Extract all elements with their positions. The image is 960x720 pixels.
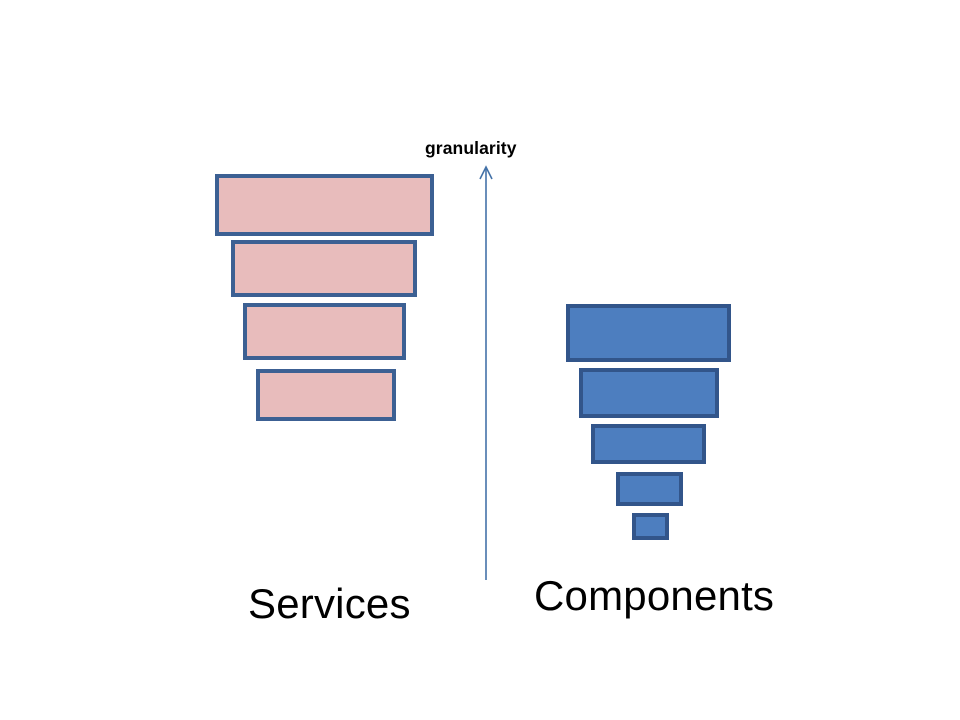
services-bar-2 — [231, 240, 417, 297]
granularity-axis-label: granularity — [425, 138, 517, 158]
services-bar-4 — [256, 369, 396, 421]
granularity-arrow-icon — [470, 162, 502, 582]
components-bar-1 — [566, 304, 731, 362]
components-bar-5 — [632, 513, 669, 540]
components-bar-4 — [616, 472, 683, 506]
components-bar-2 — [579, 368, 719, 418]
services-group-label: Services — [248, 580, 411, 627]
services-bar-3 — [243, 303, 406, 360]
components-group-label: Components — [534, 572, 775, 619]
services-bar-1 — [215, 174, 434, 236]
components-bar-3 — [591, 424, 706, 464]
